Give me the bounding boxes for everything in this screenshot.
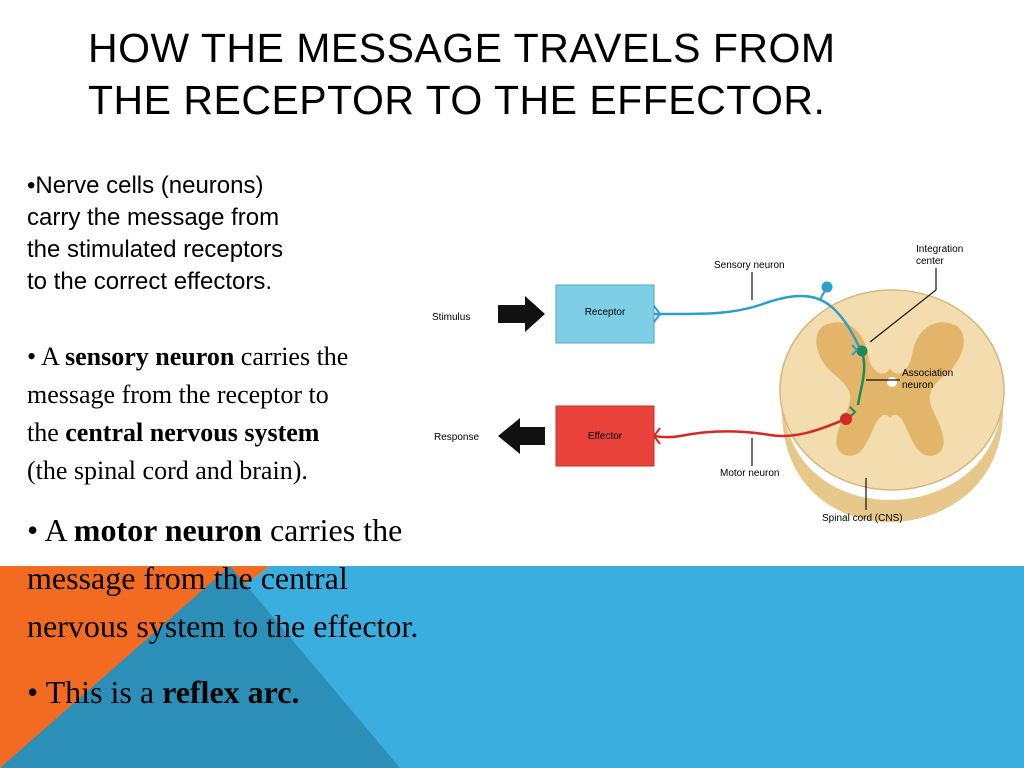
response-label: Response xyxy=(434,432,479,443)
dark-blue-triangle xyxy=(0,566,400,768)
synapse-1 xyxy=(851,344,859,356)
stimulus-arrow xyxy=(498,296,545,332)
bullet-reflex-arc: • This is a reflex arc. xyxy=(27,668,547,716)
bullet4-term: reflex arc. xyxy=(162,674,300,710)
bullet2-line-4: (the spinal cord and brain). xyxy=(27,456,308,485)
bullet2-prefix: • A xyxy=(27,342,66,371)
spinal-cord-bottom-rim xyxy=(782,390,1003,522)
bullet3-line-1: • A motor neuron carries the xyxy=(27,506,547,554)
receptor-label: Receptor xyxy=(585,307,626,318)
receptor-box xyxy=(555,284,655,344)
sensory-neuron-path xyxy=(653,294,864,353)
sensory-neuron-cell-body xyxy=(821,281,833,293)
bullet1-line-2: carry the message from xyxy=(27,204,280,231)
bullet2-line-2: message from the receptor to xyxy=(27,380,329,409)
bullet-nerve-cells: •Nerve cells (neurons) carry the message… xyxy=(27,170,407,298)
association-neuron-label-2: neuron xyxy=(902,380,933,391)
motor-neuron-path xyxy=(653,417,847,439)
integration-center-dot xyxy=(887,377,897,387)
sensory-neuron-label: Sensory neuron xyxy=(714,260,785,271)
bullet3-line-3: nervous system to the effector. xyxy=(27,608,419,644)
bullet2-line-1: • A sensory neuron carries the xyxy=(27,338,487,376)
bullet1-line-4: to the correct effectors. xyxy=(27,268,273,295)
integration-center-pointer xyxy=(869,268,937,343)
synapse-2 xyxy=(849,406,857,418)
effector-box xyxy=(555,405,655,467)
sensory-dendrite xyxy=(653,305,662,323)
slide-title: HOW THE MESSAGE TRAVELS FROM THE RECEPTO… xyxy=(88,22,988,126)
effector-label: Effector xyxy=(588,431,623,442)
bullet3-prefix: • A xyxy=(27,512,74,548)
bullet3-after: carries the xyxy=(261,512,403,548)
bullet4-prefix: • This is a xyxy=(27,674,163,710)
stimulus-label: Stimulus xyxy=(432,312,470,323)
association-neuron-label-1: Association xyxy=(902,368,953,379)
bullet2-line3-prefix: the xyxy=(27,418,66,447)
bullet2-line3-term: central nervous system xyxy=(65,418,320,447)
bullet2-term: sensory neuron xyxy=(65,342,235,371)
association-neuron-path xyxy=(856,351,866,406)
association-neuron-cell-body xyxy=(856,345,868,357)
bullet-motor-neuron: • A motor neuron carries the message fro… xyxy=(27,506,547,650)
bullet4-line-1: • This is a reflex arc. xyxy=(27,668,547,716)
title-line-1: HOW THE MESSAGE TRAVELS FROM xyxy=(88,25,836,71)
spinal-cord-label: Spinal cord (CNS) xyxy=(822,513,903,524)
spinal-cord xyxy=(779,289,1005,522)
integration-center-label-2: center xyxy=(916,256,944,267)
bullet3-line-2: message from the central xyxy=(27,560,348,596)
bullet1-line-1: •Nerve cells (neurons) xyxy=(27,172,264,199)
bullet1-line-3: the stimulated receptors xyxy=(27,236,284,263)
response-arrow xyxy=(498,418,545,454)
title-line-2: THE RECEPTOR TO THE EFFECTOR. xyxy=(88,77,826,123)
integration-center-label-1: Integration xyxy=(916,244,963,255)
bullet-sensory-neuron: • A sensory neuron carries the message f… xyxy=(27,338,487,490)
reflex-arc-diagram: Stimulus Receptor Sensory neuron Integra… xyxy=(432,244,1005,524)
motor-neuron-label: Motor neuron xyxy=(720,468,779,479)
bullet3-term: motor neuron xyxy=(73,512,262,548)
spinal-cord-grey-matter xyxy=(816,322,964,456)
bullet2-line-3: the central nervous system xyxy=(27,414,487,452)
bullet2-after: carries the xyxy=(234,342,349,371)
